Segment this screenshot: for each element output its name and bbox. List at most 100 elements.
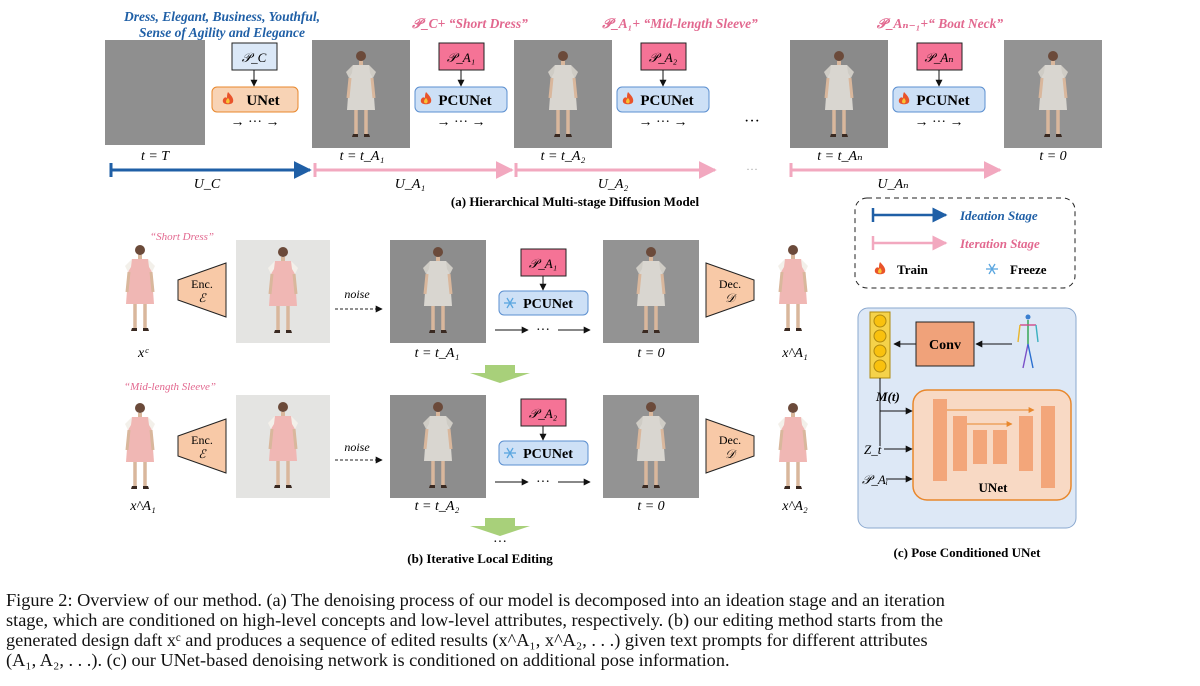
b-pcunet-label-2: PCUNet — [523, 447, 573, 462]
u-c: U_C — [194, 177, 221, 192]
pan-box — [916, 42, 963, 71]
flame-icon — [874, 262, 886, 275]
image-b-t0-2 — [603, 395, 699, 498]
time-tA2: t = t_A₂ — [541, 149, 586, 164]
encoder-1 — [177, 262, 227, 318]
dec-label-1: Dec. — [719, 277, 741, 291]
arrow-dots-2: → ··· → — [437, 115, 486, 130]
legend-freeze-label: Freeze — [1010, 262, 1047, 277]
legend-ideation-label: Ideation Stage — [959, 208, 1038, 223]
method-diagram: Dress, Elegant, Business, Youthful, Sens… — [105, 9, 1102, 566]
decoder-1 — [705, 262, 755, 318]
time-tA1: t = t_A₁ — [340, 149, 385, 164]
image-t0 — [1004, 40, 1102, 148]
b-pcunet-label-1: PCUNet — [523, 297, 573, 312]
pcunet-box-n — [892, 86, 986, 113]
image-tA1 — [312, 40, 410, 148]
ellipsis-timeline: ··· — [746, 162, 758, 176]
label-short: “Short Dress” — [150, 231, 214, 243]
caption-line-2: stage, which are conditioned on high-lev… — [6, 610, 943, 630]
panel-a-title: (a) Hierarchical Multi-stage Diffusion M… — [451, 194, 700, 209]
pcunet-box-1 — [414, 86, 508, 113]
decoder-2 — [705, 418, 755, 474]
concept-text-1: Dress, Elegant, Business, Youthful, — [123, 9, 320, 24]
b-time-t0-1: t = 0 — [637, 346, 664, 361]
b-pcunet-2 — [498, 440, 589, 466]
noise-image-T — [105, 40, 205, 145]
encoder-2 — [177, 418, 227, 474]
conv-label: Conv — [929, 338, 961, 353]
b-pcunet-1 — [498, 290, 589, 316]
b-time-tA2: t = t_A₂ — [415, 499, 460, 514]
prompt-boat-neck: 𝒫_Aₙ₋₁+“ Boat Neck” — [876, 16, 1003, 31]
pan-box-label: 𝒫_Aₙ — [924, 50, 953, 65]
latent-2 — [236, 395, 330, 498]
u-a2: U_A₂ — [598, 177, 629, 192]
b-dots-2: ··· — [536, 475, 550, 490]
b-ellipsis: ··· — [493, 535, 507, 550]
pa2-box — [640, 42, 687, 71]
unet-dec-1 — [1019, 416, 1033, 471]
pcunet-label-2: PCUNet — [640, 93, 693, 109]
unet-enc-1 — [933, 399, 947, 481]
pc-box — [231, 42, 278, 71]
prompt-mid-sleeve: 𝒫_A₁+ “Mid-length Sleeve” — [601, 16, 758, 31]
time-tAn: t = t_Aₙ — [817, 149, 863, 164]
unet-c-label: UNet — [979, 480, 1009, 495]
enc-sym-2: ℰ — [198, 447, 207, 461]
x-c-label: xᶜ — [137, 346, 149, 361]
b-dots-1: ··· — [536, 323, 550, 338]
pa2-box-label: 𝒫_A₂ — [649, 50, 678, 65]
ellipsis-a: ··· — [744, 113, 760, 130]
pcunet-box-2 — [616, 86, 710, 113]
b-time-tA1: t = t_A₁ — [415, 346, 460, 361]
unet-mid-1 — [973, 430, 987, 464]
time-T: t = T — [141, 149, 170, 164]
conv-box — [915, 321, 975, 367]
image-b-t0-1 — [603, 240, 699, 343]
pose-skeleton-icon — [1017, 314, 1039, 369]
image-b-tA1 — [390, 240, 486, 343]
enc-label-1: Enc. — [191, 277, 213, 291]
pcunet-label-n: PCUNet — [916, 93, 969, 109]
time-t0: t = 0 — [1039, 149, 1066, 164]
pai-label: 𝒫_Aᵢ — [862, 472, 888, 487]
x-a1-label: x^A₁ — [781, 346, 808, 361]
dec-sym-1: 𝒟 — [725, 291, 737, 305]
b-pa2-label: 𝒫_A₂ — [529, 406, 558, 421]
legend-train-label: Train — [897, 262, 929, 277]
down-arrow-1 — [470, 365, 530, 383]
prompt-short-dress: 𝒫_C+ “Short Dress” — [411, 16, 528, 31]
legend-box — [854, 197, 1076, 289]
label-mid-sleeve: “Mid-length Sleeve” — [124, 381, 216, 393]
image-tAn — [790, 40, 888, 148]
legend-iteration-label: Iteration Stage — [959, 236, 1040, 251]
snowflake-icon — [985, 263, 999, 275]
u-an: U_Aₙ — [877, 177, 909, 192]
image-tA2 — [514, 40, 612, 148]
down-arrow-2 — [470, 518, 530, 536]
mt-label: M(t) — [875, 389, 900, 404]
figure-caption: Figure 2: Overview of our method. (a) Th… — [6, 590, 1194, 670]
b-pa2-box — [520, 398, 567, 427]
latent-1 — [236, 240, 330, 343]
caption-line-1: Figure 2: Overview of our method. (a) Th… — [6, 590, 945, 610]
pose-feature-stack — [869, 311, 891, 379]
unet-box — [211, 86, 299, 113]
dec-label-2: Dec. — [719, 433, 741, 447]
zt-label: Z_t — [864, 442, 882, 457]
concept-text-2: Sense of Agility and Elegance — [139, 25, 305, 40]
b-pa1-box — [520, 248, 567, 277]
unet-dec-2 — [1041, 406, 1055, 488]
b-pa1-label: 𝒫_A₁ — [529, 256, 557, 271]
enc-label-2: Enc. — [191, 433, 213, 447]
noise-label-2: noise — [344, 440, 370, 454]
input-xa1 — [123, 401, 157, 491]
caption-line-3: generated design daft xᶜ and produces a … — [6, 630, 928, 650]
noise-label-1: noise — [344, 287, 370, 301]
input-xc — [123, 243, 157, 333]
panel-c-title: (c) Pose Conditioned UNet — [894, 545, 1042, 560]
pa1-box-label: 𝒫_A₁ — [447, 50, 475, 65]
b-time-t0-2: t = 0 — [637, 499, 664, 514]
output-xa2 — [776, 401, 810, 491]
